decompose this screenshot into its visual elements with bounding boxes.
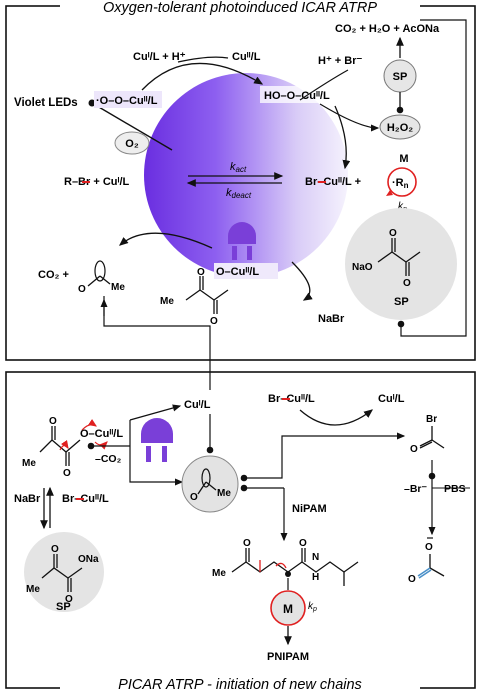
h2o2-label: H₂O₂ xyxy=(387,122,413,134)
propagation-cycle-bottom xyxy=(270,590,306,626)
bottom-ester-structure xyxy=(39,426,81,466)
top-panel-title: Oxygen-tolerant photoinduced ICAR ATRP xyxy=(103,0,377,16)
arrow-to-h2o2 xyxy=(319,103,380,132)
k-deact: kdeact xyxy=(226,187,252,200)
sodium-pyruvate-bottom xyxy=(41,554,83,592)
acetyl-radical-top: O Me xyxy=(78,260,125,295)
alkyl-bromide-cuI: R–Br + Cuᴵ/L xyxy=(64,176,130,188)
bottom-panel-title: PICAR ATRP - initiation of new chains xyxy=(118,677,362,693)
bottom-me-left: Me xyxy=(22,458,36,469)
amide-n: N xyxy=(312,552,319,563)
sp-nao: NaO xyxy=(352,262,373,273)
hydroperoxo-complex: HO–O–Cuᴵᴵ/L xyxy=(264,90,330,102)
monomer-bottom: M xyxy=(283,602,293,616)
amide-h: H xyxy=(312,572,319,583)
sp-recycle-line xyxy=(400,19,467,337)
svg-text:O: O xyxy=(425,542,433,553)
arrow-branch-cuI xyxy=(177,56,229,63)
acetyl-radical-bubble xyxy=(181,455,239,513)
monomer-label: M xyxy=(399,153,408,165)
o2-bubble xyxy=(114,131,150,155)
svg-text:Me: Me xyxy=(212,568,226,579)
nipam-adduct-structure xyxy=(231,548,359,586)
acetyl-bromide-structure xyxy=(419,426,445,449)
br-cuII-top: Br–Cuᴵᴵ/L xyxy=(268,393,315,405)
sp-small-label: SP xyxy=(393,71,408,83)
br-cuII-left: Br–Cuᴵᴵ/L xyxy=(62,493,109,505)
bottom-panel-frame xyxy=(5,371,476,689)
oxidation-products: CO₂ + H₂O + AcONa xyxy=(335,23,440,35)
led-connector xyxy=(91,102,173,151)
sp-bubble-large xyxy=(345,208,457,320)
arrow-decarboxylation xyxy=(119,232,213,249)
superoxo-complex: ·O–O–Cuᴵᴵ/L xyxy=(96,95,158,107)
link-top-to-bottom xyxy=(103,296,211,390)
svg-text:O: O xyxy=(299,538,307,549)
br-cuII-complex: Br–Cuᴵᴵ/L + xyxy=(305,176,361,188)
cuI-right: Cuᴵ/L xyxy=(378,393,405,405)
k-act: kact xyxy=(230,161,247,174)
svg-text:O: O xyxy=(78,284,86,295)
pbs-label: PBS xyxy=(444,483,466,495)
propagation-cycle xyxy=(387,167,417,197)
svg-text:O: O xyxy=(243,538,251,549)
svg-text:O: O xyxy=(51,544,59,555)
arrow-to-hbr xyxy=(299,69,349,101)
svg-text:O: O xyxy=(63,468,71,479)
cuI-plus-proton: Cuᴵ/L + H⁺ xyxy=(133,51,186,63)
arrow-superoxo-to-hydroperoxo xyxy=(141,62,264,91)
violet-leds-label: Violet LEDs xyxy=(14,97,78,109)
h2o2-bubble xyxy=(379,114,421,140)
arrow-bromine-transfer xyxy=(299,409,374,426)
svg-text:O: O xyxy=(65,594,73,605)
nipam-label: NiPAM xyxy=(292,503,327,515)
acetate-structure: O O xyxy=(408,537,445,585)
svg-text:O: O xyxy=(403,278,411,289)
pyruvate-ester-structure xyxy=(185,276,229,314)
nabr-top: NaBr xyxy=(318,313,345,325)
svg-text:O: O xyxy=(190,492,198,503)
sp-bubble-bottom xyxy=(24,532,104,612)
svg-text:O: O xyxy=(197,267,205,278)
arrow-to-acetyl-bromide xyxy=(244,432,406,479)
arrow-to-acetyl-radical xyxy=(129,420,184,486)
sp-bottom-me: Me xyxy=(26,584,40,595)
svg-text:Me: Me xyxy=(111,282,125,293)
svg-text:O: O xyxy=(210,316,218,327)
svg-text:O: O xyxy=(410,444,418,455)
ester-highlight xyxy=(214,263,278,279)
br-atom: Br xyxy=(426,414,437,425)
cuII-product: Cuᴵᴵ/L xyxy=(232,51,261,63)
arrow-to-brcuII xyxy=(334,105,351,170)
sp-ona: ONa xyxy=(78,554,99,565)
superoxo-highlight xyxy=(94,91,162,108)
nabr-bottom: NaBr xyxy=(14,493,41,505)
lamp-icon-bottom xyxy=(141,418,173,462)
lamp-icon xyxy=(228,222,256,260)
co2-plus: CO₂ + xyxy=(38,269,69,281)
sp-large-label: SP xyxy=(394,296,409,308)
kp-bottom: kp xyxy=(308,601,317,613)
o2-label: O₂ xyxy=(125,138,139,150)
sp-bottom-label: SP xyxy=(56,601,71,613)
led-dot xyxy=(88,99,96,107)
sodium-pyruvate-structure xyxy=(377,238,421,276)
svg-text:O: O xyxy=(389,228,397,239)
svg-text:Me: Me xyxy=(160,296,174,307)
ester-cu-complex: O–Cuᴵᴵ/L xyxy=(216,266,259,278)
minus-co2: –CO₂ xyxy=(95,453,122,465)
pnipam-label: PNIPAM xyxy=(267,651,309,663)
radical-me: Me xyxy=(217,488,231,499)
catalytic-sphere xyxy=(144,73,348,277)
bottom-ester-cu: O–Cuᴵᴵ/L xyxy=(80,428,123,440)
propagating-radical: ·Rn xyxy=(392,177,409,190)
svg-text:O: O xyxy=(408,574,416,585)
minus-bromide: –Br⁻ xyxy=(404,483,428,495)
proton-bromide: H⁺ + Br⁻ xyxy=(318,55,363,67)
cuI-center: Cuᴵ/L xyxy=(184,399,211,411)
arrow-to-nabr xyxy=(291,261,313,301)
svg-text:O: O xyxy=(49,416,57,427)
